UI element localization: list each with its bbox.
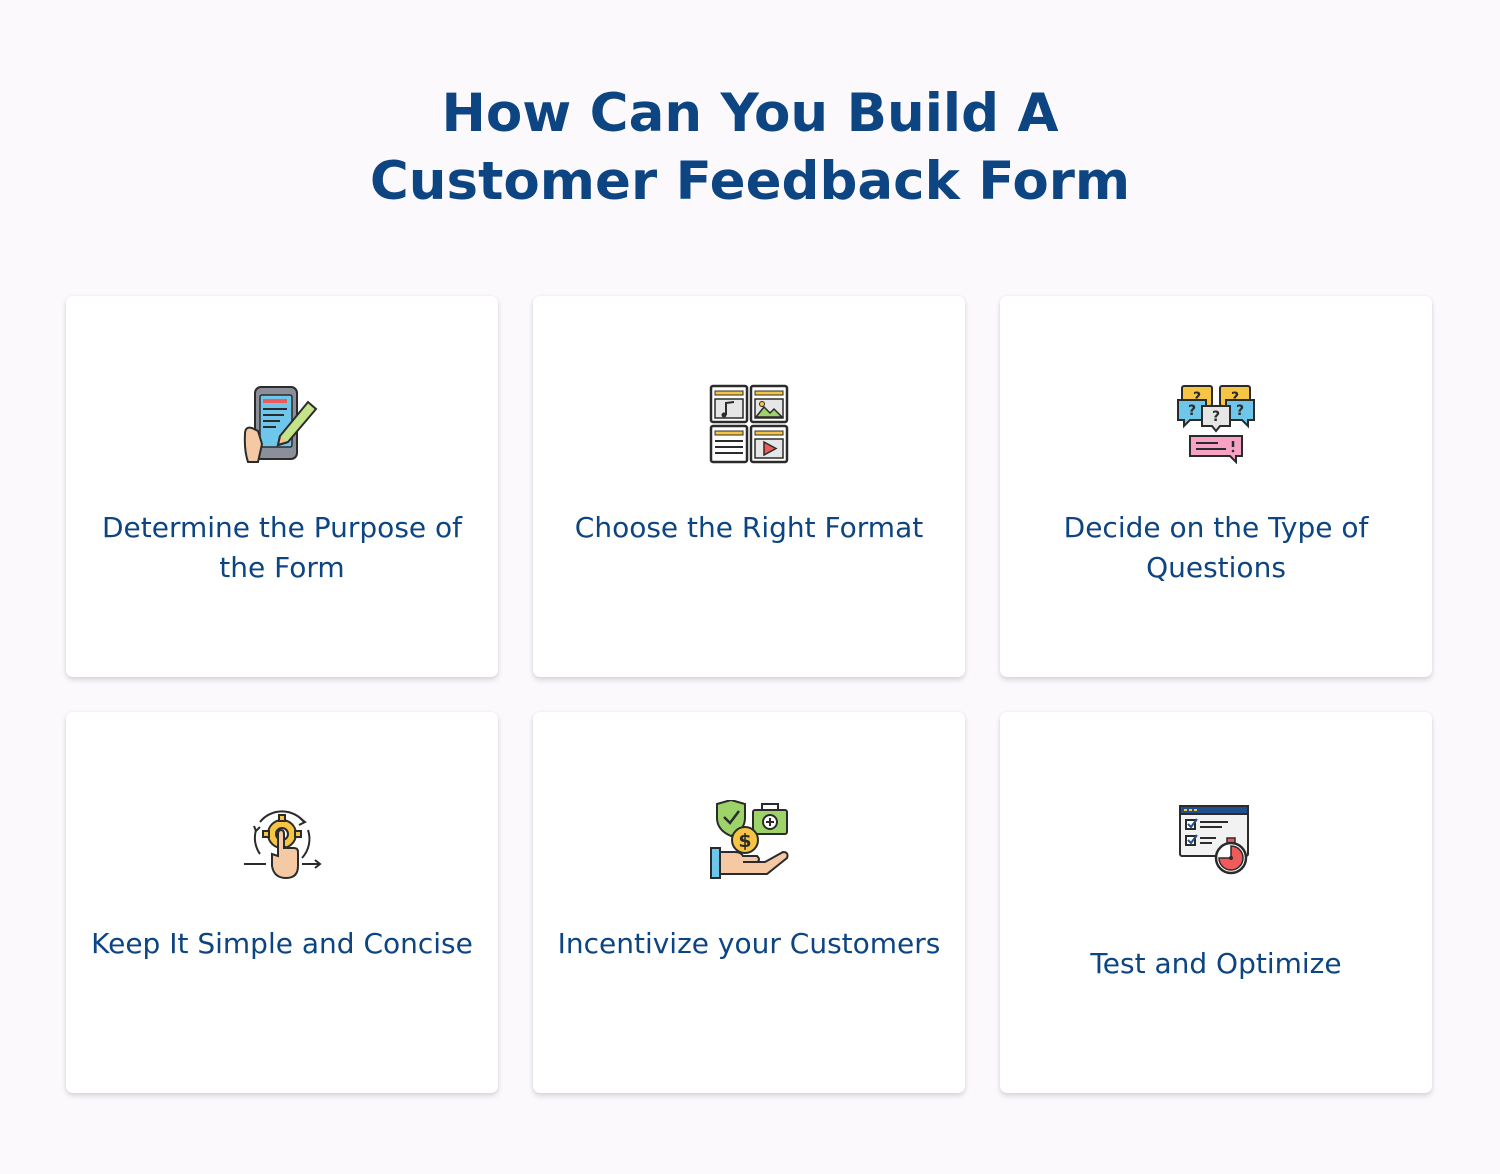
svg-text:?: ?	[1212, 409, 1220, 425]
media-formats-icon	[709, 384, 789, 464]
step-card-incentivize: $ Incentivize your Customers	[533, 712, 965, 1093]
svg-text:?: ?	[1236, 403, 1244, 419]
gear-touch-icon	[242, 800, 322, 880]
page-title: How Can You Build A Customer Feedback Fo…	[250, 80, 1250, 216]
step-label: Determine the Purpose of the Form	[101, 511, 463, 584]
step-label: Incentivize your Customers	[557, 927, 941, 960]
step-card-test: Test and Optimize	[1000, 712, 1432, 1093]
svg-text:?: ?	[1231, 390, 1239, 406]
step-label: Decide on the Type of Questions	[1063, 511, 1369, 584]
page-title-line-2: Customer Feedback Form	[369, 151, 1131, 212]
svg-text:?: ?	[1188, 403, 1196, 419]
step-card-simple: Keep It Simple and Concise	[66, 712, 498, 1093]
svg-text:$: $	[738, 830, 751, 852]
step-card-format: Choose the Right Format	[533, 296, 965, 677]
incentive-hand-icon: $	[709, 800, 789, 880]
step-label: Test and Optimize	[1090, 947, 1342, 980]
step-label: Keep It Simple and Concise	[91, 927, 473, 960]
step-label: Choose the Right Format	[574, 511, 924, 544]
question-bubbles-icon: ? ? ? ? ?	[1176, 384, 1256, 464]
page-title-line-1: How Can You Build A	[441, 83, 1059, 144]
svg-text:?: ?	[1193, 390, 1201, 406]
step-card-purpose: Determine the Purpose of the Form	[66, 296, 498, 677]
tablet-edit-icon	[242, 384, 322, 464]
test-timer-icon	[1176, 800, 1256, 880]
step-card-questions: ? ? ? ? ? Decide on the Type of Question…	[1000, 296, 1432, 677]
